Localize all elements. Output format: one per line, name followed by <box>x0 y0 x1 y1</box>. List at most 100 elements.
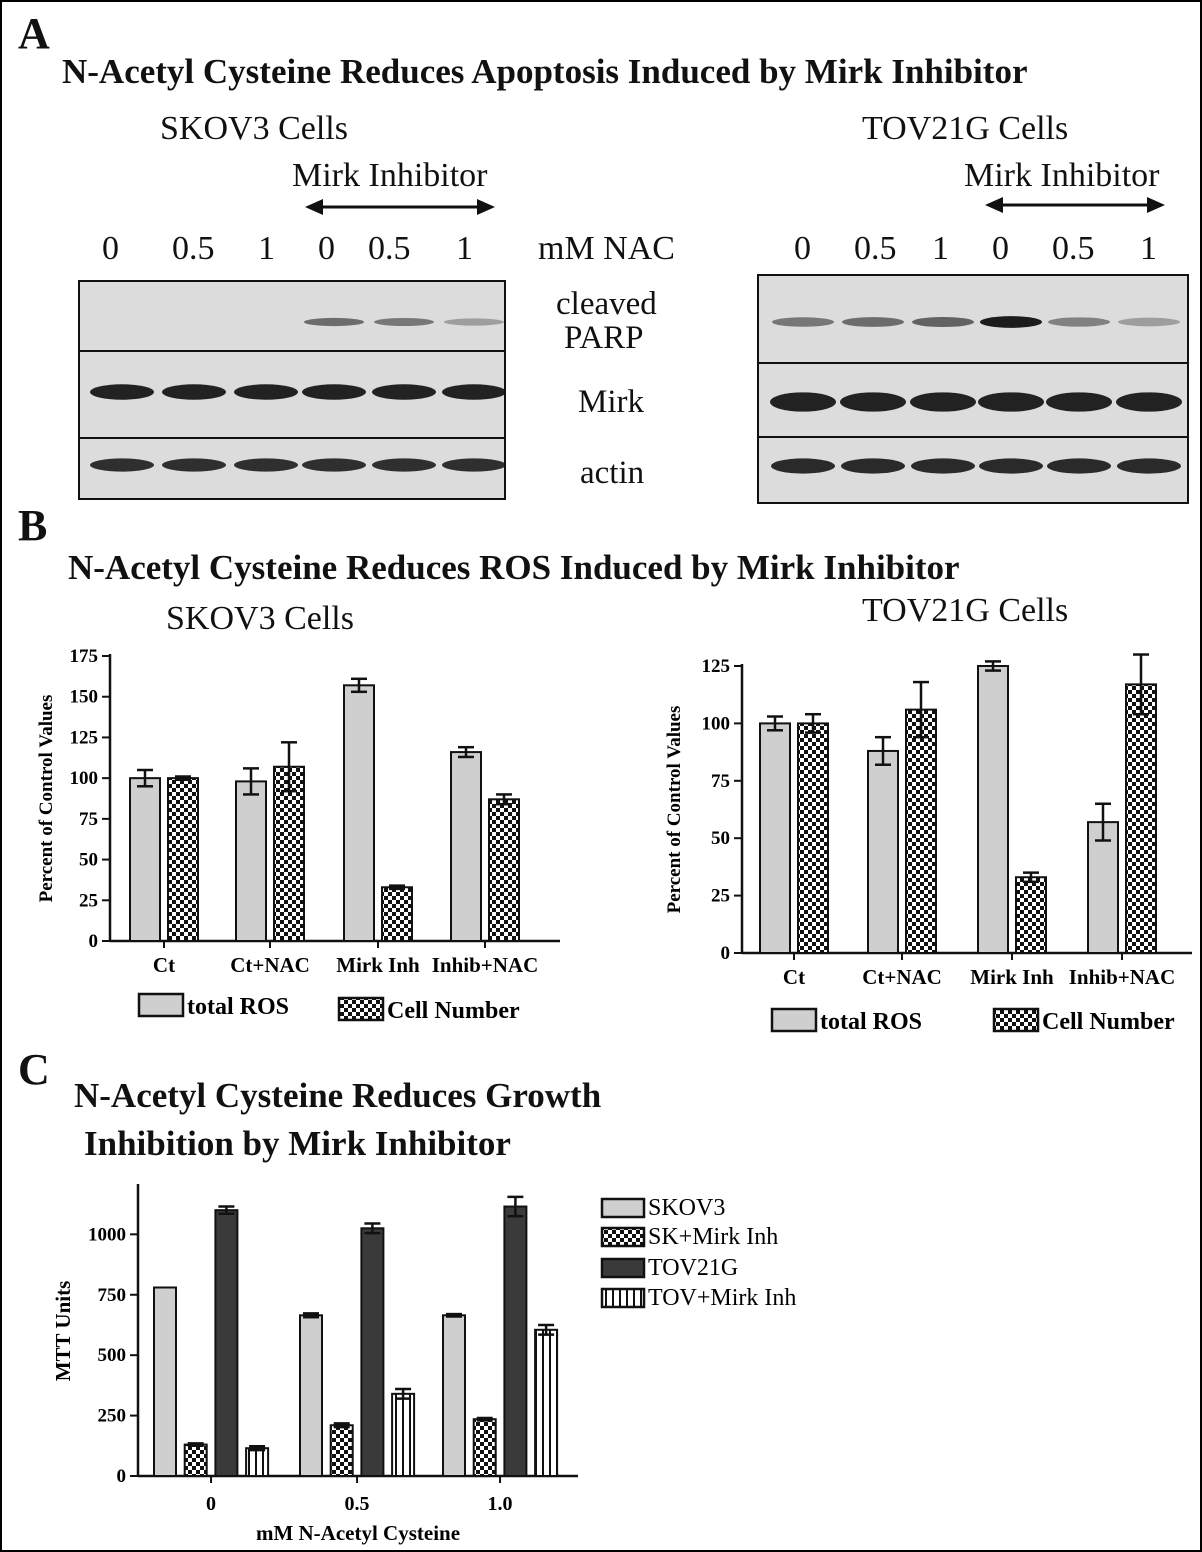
bar <box>153 1286 177 1477</box>
y-tick-label: 75 <box>711 771 730 792</box>
bar <box>977 665 1009 954</box>
legend-swatch <box>770 1007 818 1033</box>
row-label-mirk: Mirk <box>578 384 644 420</box>
row-label-actin: actin <box>580 455 645 491</box>
y-tick-label: 250 <box>98 1406 127 1427</box>
y-axis-label: Percent of Control Values <box>664 706 685 914</box>
tov-inhibitor-label: Mirk Inhibitor <box>964 157 1160 194</box>
skov3-lane-6: 1 <box>456 230 473 267</box>
bar <box>1015 876 1047 954</box>
y-tick-label: 1000 <box>88 1224 126 1245</box>
skov3-bands <box>90 317 504 472</box>
tov-mirk-band <box>770 392 836 412</box>
tov-actin-band <box>911 458 975 474</box>
y-tick-label: 0 <box>117 1466 127 1487</box>
tov-mirk-band <box>1116 392 1182 412</box>
tov-parp-band <box>842 317 904 327</box>
x-tick-label: Ct+NAC <box>862 965 942 989</box>
skov3-lane-5: 0.5 <box>368 230 411 267</box>
tov-actin-band <box>1047 458 1111 474</box>
bar <box>183 1443 208 1478</box>
legend-label: Cell Number <box>1042 1009 1175 1035</box>
bar <box>391 1392 416 1477</box>
tov-western-blot <box>757 274 1189 504</box>
bar <box>343 684 375 942</box>
bar <box>1087 821 1119 954</box>
tov-inhibitor-arrow <box>985 197 1165 213</box>
x-tick-label: Inhib+NAC <box>1069 965 1176 989</box>
bar <box>299 1314 323 1477</box>
bar <box>235 780 267 942</box>
nac-label: mM NAC <box>538 230 675 267</box>
skov3-lane-3: 1 <box>258 230 275 267</box>
skov3-parp-band <box>304 317 364 327</box>
x-tick-label: Mirk Inh <box>970 965 1054 989</box>
tov-actin-band <box>979 458 1043 474</box>
panel-b-label: B <box>18 501 48 550</box>
skov3-lane-1: 0 <box>102 230 119 267</box>
y-tick-label: 125 <box>70 727 99 748</box>
x-tick-label: Ct <box>153 953 175 977</box>
x-tick-label: Ct+NAC <box>230 953 310 977</box>
y-tick-label: 150 <box>70 687 99 708</box>
y-axis-label: Percent of Control Values <box>36 695 57 903</box>
tov-parp-band <box>1118 317 1180 327</box>
y-tick-label: 75 <box>79 809 98 830</box>
y-tick-label: 125 <box>702 656 731 677</box>
tov-mirk-band <box>978 392 1044 412</box>
panel-a-label: A <box>18 9 50 58</box>
bar <box>129 777 161 942</box>
tov-parp-band <box>980 316 1042 328</box>
y-tick-label: 0 <box>89 931 99 952</box>
tov-parp-band <box>772 317 834 327</box>
skov3-actin-band <box>234 458 298 472</box>
bar <box>534 1328 559 1477</box>
legend-label: SKOV3 <box>648 1195 725 1221</box>
tov-lane-3: 1 <box>932 230 949 267</box>
x-tick-label: Ct <box>783 965 805 989</box>
tov-lane-6: 1 <box>1140 230 1157 267</box>
panel-c-title-line1: N-Acetyl Cysteine Reduces Growth <box>74 1076 602 1115</box>
y-tick-label: 0 <box>721 943 731 964</box>
bar <box>488 798 520 942</box>
skov3-lane-2: 0.5 <box>172 230 215 267</box>
legend-label: total ROS <box>187 994 289 1020</box>
tov-lane-4: 0 <box>992 230 1009 267</box>
y-tick-label: 500 <box>98 1345 127 1366</box>
row-label-parp: PARP <box>564 320 644 356</box>
x-tick-label: Inhib+NAC <box>432 953 539 977</box>
panel-c-title-line2: Inhibition by Mirk Inhibitor <box>84 1124 511 1163</box>
y-tick-label: 50 <box>711 828 730 849</box>
bar <box>797 722 829 955</box>
bar <box>273 765 305 942</box>
skov3-actin-band <box>372 458 436 472</box>
bar <box>867 749 899 955</box>
skov3-parp-band <box>374 318 434 326</box>
bar <box>905 708 937 955</box>
skov3-actin-band <box>90 458 154 472</box>
bar <box>442 1314 466 1477</box>
bar <box>214 1209 239 1478</box>
bar <box>472 1418 497 1477</box>
bar <box>245 1447 270 1478</box>
tov-actin-band <box>771 458 835 474</box>
panel-b-title: N-Acetyl Cysteine Reduces ROS Induced by… <box>68 548 960 587</box>
legend-swatch <box>337 996 385 1022</box>
skov3-mirk-band <box>162 384 226 400</box>
bar <box>360 1227 385 1477</box>
panel-b-tov-title: TOV21G Cells <box>862 592 1069 629</box>
x-tick-label: 1.0 <box>488 1493 513 1515</box>
skov3-parp-band <box>444 318 504 326</box>
y-tick-label: 750 <box>98 1285 127 1306</box>
skov3-inhibitor-label: Mirk Inhibitor <box>292 157 488 194</box>
panel-a-tov-title: TOV21G Cells <box>862 110 1069 147</box>
skov3-western-blot <box>78 280 506 500</box>
tov-mirk-band <box>910 392 976 412</box>
skov3-mirk-band <box>442 384 504 400</box>
row-label-cleaved: cleaved <box>556 286 657 322</box>
skov3-mirk-band <box>234 384 298 400</box>
legend-swatch <box>600 1257 646 1279</box>
